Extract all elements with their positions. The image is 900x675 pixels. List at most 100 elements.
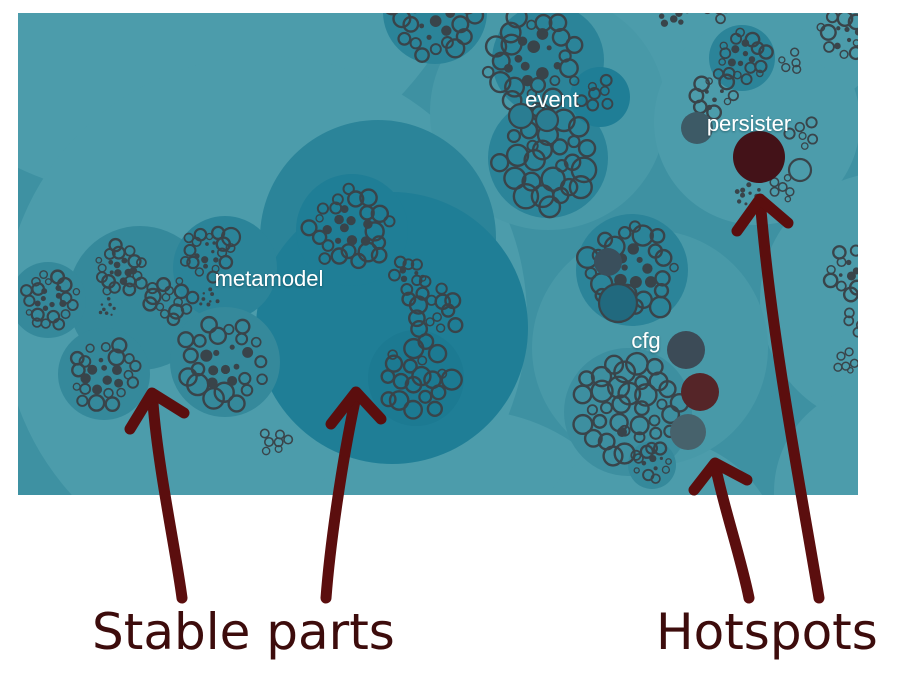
file-cluster	[401, 275, 464, 338]
file-ring	[364, 221, 385, 242]
file-ring	[185, 290, 200, 305]
file-ring	[526, 139, 539, 152]
file-ring	[104, 396, 121, 413]
file-ring	[529, 76, 547, 94]
file-ring	[429, 43, 442, 56]
file-dot	[670, 15, 678, 23]
file-dot	[520, 61, 530, 71]
file-dot	[34, 300, 41, 307]
file-ring	[735, 27, 746, 38]
file-ring	[875, 50, 883, 58]
file-ring	[417, 333, 435, 350]
file-circle	[670, 414, 706, 450]
file-ring	[69, 350, 85, 366]
file-ring	[426, 400, 443, 417]
file-dot	[642, 263, 653, 274]
file-dot	[838, 273, 843, 277]
file-ring	[864, 58, 871, 65]
file-ring	[859, 310, 868, 319]
file-ring	[463, 13, 473, 15]
file-ring	[274, 429, 285, 440]
file-dot	[414, 271, 419, 276]
file-ring	[180, 303, 193, 315]
file-dot	[233, 363, 240, 370]
file-dot	[40, 296, 46, 302]
file-dot	[731, 45, 740, 54]
file-circle	[681, 112, 713, 144]
file-ring	[727, 89, 739, 102]
file-ring	[599, 401, 613, 415]
file-ring	[31, 276, 41, 287]
file-ring	[259, 428, 270, 439]
file-ring	[503, 166, 527, 190]
file-ring	[724, 13, 728, 14]
file-ring	[95, 271, 108, 284]
file-ring	[134, 276, 148, 290]
file-ring	[549, 75, 561, 87]
package-circle	[296, 174, 408, 286]
file-ring	[398, 0, 416, 8]
file-dot	[346, 235, 358, 246]
file-ring	[178, 367, 198, 387]
file-ring	[223, 323, 235, 335]
file-ring	[844, 347, 854, 357]
file-ring	[613, 442, 636, 465]
file-cluster	[778, 47, 802, 75]
hotspot-arrow-persister-head	[731, 193, 794, 237]
file-ring	[521, 171, 542, 192]
stable-arrow-left-head	[124, 387, 190, 435]
hotspot-arrow-persister	[755, 204, 825, 604]
file-dot	[201, 256, 209, 264]
file-ring	[66, 299, 79, 312]
file-dot	[101, 364, 108, 371]
file-ring	[465, 13, 485, 25]
file-ring	[873, 275, 882, 284]
file-ring	[25, 309, 33, 316]
viz-label-event: event	[525, 87, 579, 112]
file-ring	[719, 41, 728, 50]
file-ring	[60, 309, 71, 320]
file-dot	[514, 54, 523, 63]
file-ring	[783, 127, 796, 140]
file-ring	[633, 467, 640, 474]
file-ring	[225, 242, 236, 253]
file-dot	[203, 263, 208, 269]
file-ring	[506, 128, 522, 144]
file-dot	[202, 292, 206, 295]
file-dot	[121, 257, 128, 264]
file-ring	[321, 239, 335, 252]
file-dot	[98, 310, 103, 315]
package-circle	[570, 67, 630, 127]
file-ring	[500, 33, 523, 56]
file-ring	[715, 13, 722, 15]
file-ring	[208, 326, 228, 345]
file-ring	[415, 286, 430, 301]
file-dot	[213, 349, 220, 357]
file-dot	[346, 215, 356, 226]
file-ring	[123, 353, 135, 365]
file-ring	[432, 312, 442, 322]
file-dot	[834, 42, 841, 50]
file-ring	[283, 434, 294, 445]
file-dot	[113, 261, 121, 269]
file-ring	[79, 383, 92, 395]
file-ring	[844, 307, 855, 319]
file-ring	[380, 369, 396, 384]
file-ring	[200, 315, 218, 334]
file-dot	[447, 0, 455, 5]
file-ring	[274, 444, 283, 453]
file-ring	[740, 73, 753, 86]
file-ring	[256, 373, 268, 386]
file-ring	[418, 275, 432, 288]
file-dot	[211, 249, 215, 254]
file-dot	[208, 365, 219, 376]
file-ring	[401, 291, 417, 307]
file-dot	[445, 13, 456, 18]
file-ring	[404, 375, 423, 394]
file-dot	[536, 67, 549, 80]
file-ring	[380, 391, 397, 408]
file-cluster	[630, 441, 672, 484]
file-ring	[122, 282, 137, 297]
file-ring	[712, 68, 724, 80]
